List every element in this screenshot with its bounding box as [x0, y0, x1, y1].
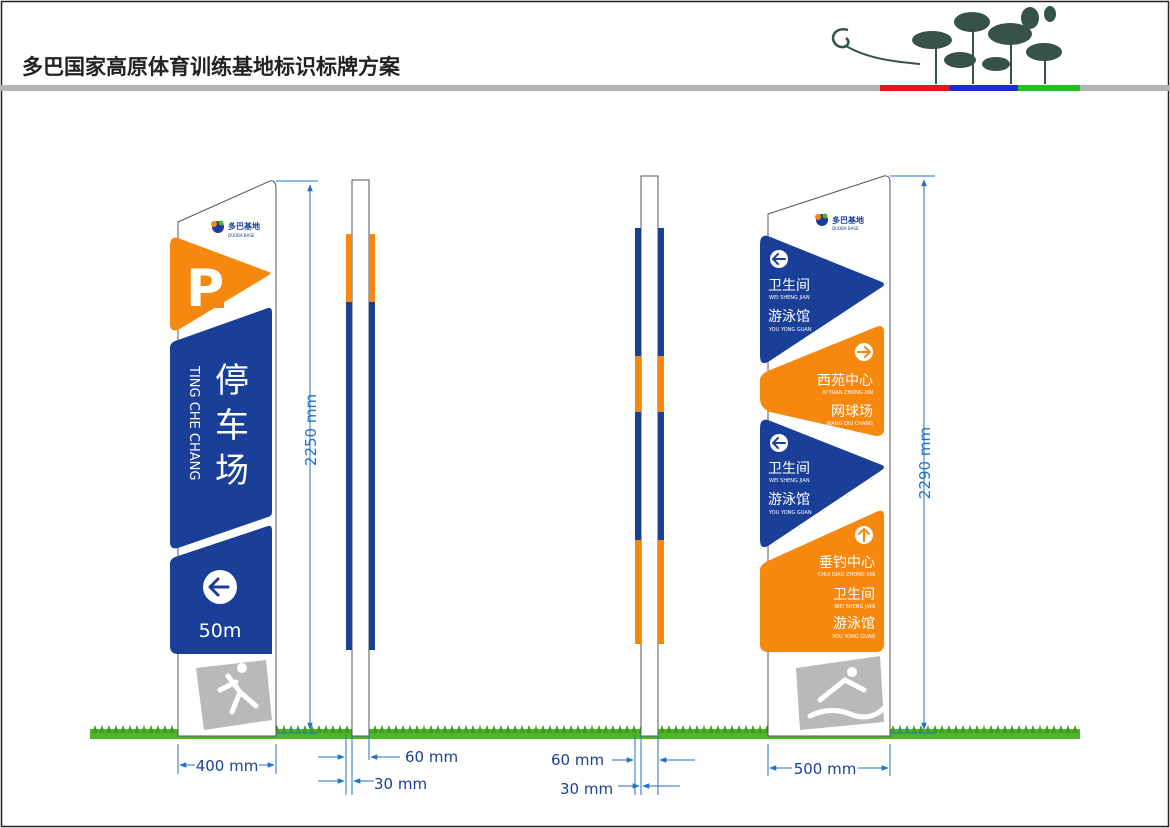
sign-left-side: 60 mm 30 mm: [318, 179, 458, 795]
panel-2-item-2: 网球场: [831, 404, 873, 420]
panel-3-item-2: 游泳馆: [768, 492, 810, 508]
arrow-right-circle-icon: [855, 343, 873, 361]
direction-panel-4: [760, 510, 884, 652]
panel-2-item-1: 西苑中心: [817, 373, 873, 389]
parking-distance: 50m: [199, 620, 242, 642]
parking-letter: P: [186, 259, 224, 319]
base-logo: 多巴基地 DUOBA BASE: [211, 220, 260, 238]
height-label-left: 2250 mm: [302, 394, 320, 466]
parking-char-2: 车: [215, 406, 249, 446]
panel-1-item-1: 卫生间: [768, 278, 810, 294]
panel-3-item-1: 卫生间: [768, 461, 810, 477]
base-logo: 多巴基地 DUOBA BASE: [815, 213, 864, 231]
panel-2-item-2-pinyin: WANG QIU CHANG: [827, 421, 873, 427]
logo-sub: DUOBA BASE: [832, 226, 859, 231]
direction-panel-2: [760, 326, 884, 436]
arrow-left-circle-icon: [770, 434, 788, 452]
side-right-body: [640, 175, 659, 737]
panel-1-item-2-pinyin: YOU YONG GUAN: [768, 327, 812, 333]
panel-4-item-2-pinyin: WEI SHENG JIAN: [834, 604, 875, 610]
side-left-dim-30: 30 mm: [374, 775, 427, 793]
arrow-left-circle-icon: [203, 570, 237, 604]
arrow-up-circle-icon: [855, 526, 873, 544]
width-label-left: 400 mm: [196, 757, 259, 775]
panel-4-item-2: 卫生间: [833, 587, 875, 603]
width-label-right: 500 mm: [794, 760, 857, 778]
athlete-silhouette-icon: [196, 660, 272, 730]
panel-2-item-1-pinyin: XI YUAN ZHONG XIN: [822, 390, 873, 396]
header-color-bar-red: [880, 85, 950, 91]
panel-4-item-3: 游泳馆: [833, 616, 875, 632]
panel-1-item-1-pinyin: WEI SHENG JIAN: [769, 295, 810, 301]
panel-3-item-2-pinyin: YOU YONG GUAN: [768, 510, 812, 516]
page-title: 多巴国家高原体育训练基地标识标牌方案: [22, 55, 401, 79]
panel-1-item-2: 游泳馆: [768, 309, 810, 325]
lotus-decoration-icon: [831, 6, 1062, 84]
parking-main-panel: [170, 307, 272, 549]
height-label-right: 2290 mm: [916, 427, 934, 499]
sign-right-side: 60 mm 30 mm: [551, 175, 695, 798]
parking-char-1: 停: [215, 361, 249, 401]
logo-name: 多巴基地: [228, 221, 260, 231]
header-rule: [0, 85, 1170, 91]
side-right-dim-30: 30 mm: [560, 780, 613, 798]
direction-panel-3: [760, 419, 884, 548]
parking-pinyin: TING CHE CHANG: [186, 365, 201, 480]
side-left-dim-60: 60 mm: [405, 748, 458, 766]
side-left-body: [351, 179, 370, 737]
swimmer-silhouette-icon: [796, 656, 887, 730]
header-color-bar-green: [1018, 85, 1080, 91]
arrow-left-circle-icon: [770, 250, 788, 268]
width-label-bg-right: [792, 760, 858, 776]
panel-4-item-1: 垂钓中心: [819, 555, 875, 571]
parking-letter-box: [186, 264, 224, 308]
side-right-dim-60: 60 mm: [551, 751, 604, 769]
sign-right-front: 多巴基地 DUOBA BASE 卫生间 WEI SHENG JIAN 游泳馆 Y…: [760, 175, 935, 778]
direction-panel-1: [760, 235, 884, 364]
panel-4-item-1-pinyin: CHUI DIAO ZHONG XIN: [818, 572, 875, 578]
sign-left-front: 多巴基地 DUOBA BASE P 停 车 场 TING CHE CHANG 5…: [170, 180, 320, 775]
header-color-bar-blue: [950, 85, 1018, 91]
parking-char-3: 场: [215, 451, 249, 491]
width-label-bg-left: [195, 757, 259, 773]
panel-3-item-1-pinyin: WEI SHENG JIAN: [769, 478, 810, 484]
logo-name: 多巴基地: [832, 215, 864, 225]
panel-4-item-3-pinyin: YOU YONG GUAN: [831, 634, 875, 640]
logo-sub: DUOBA BASE: [228, 233, 255, 238]
